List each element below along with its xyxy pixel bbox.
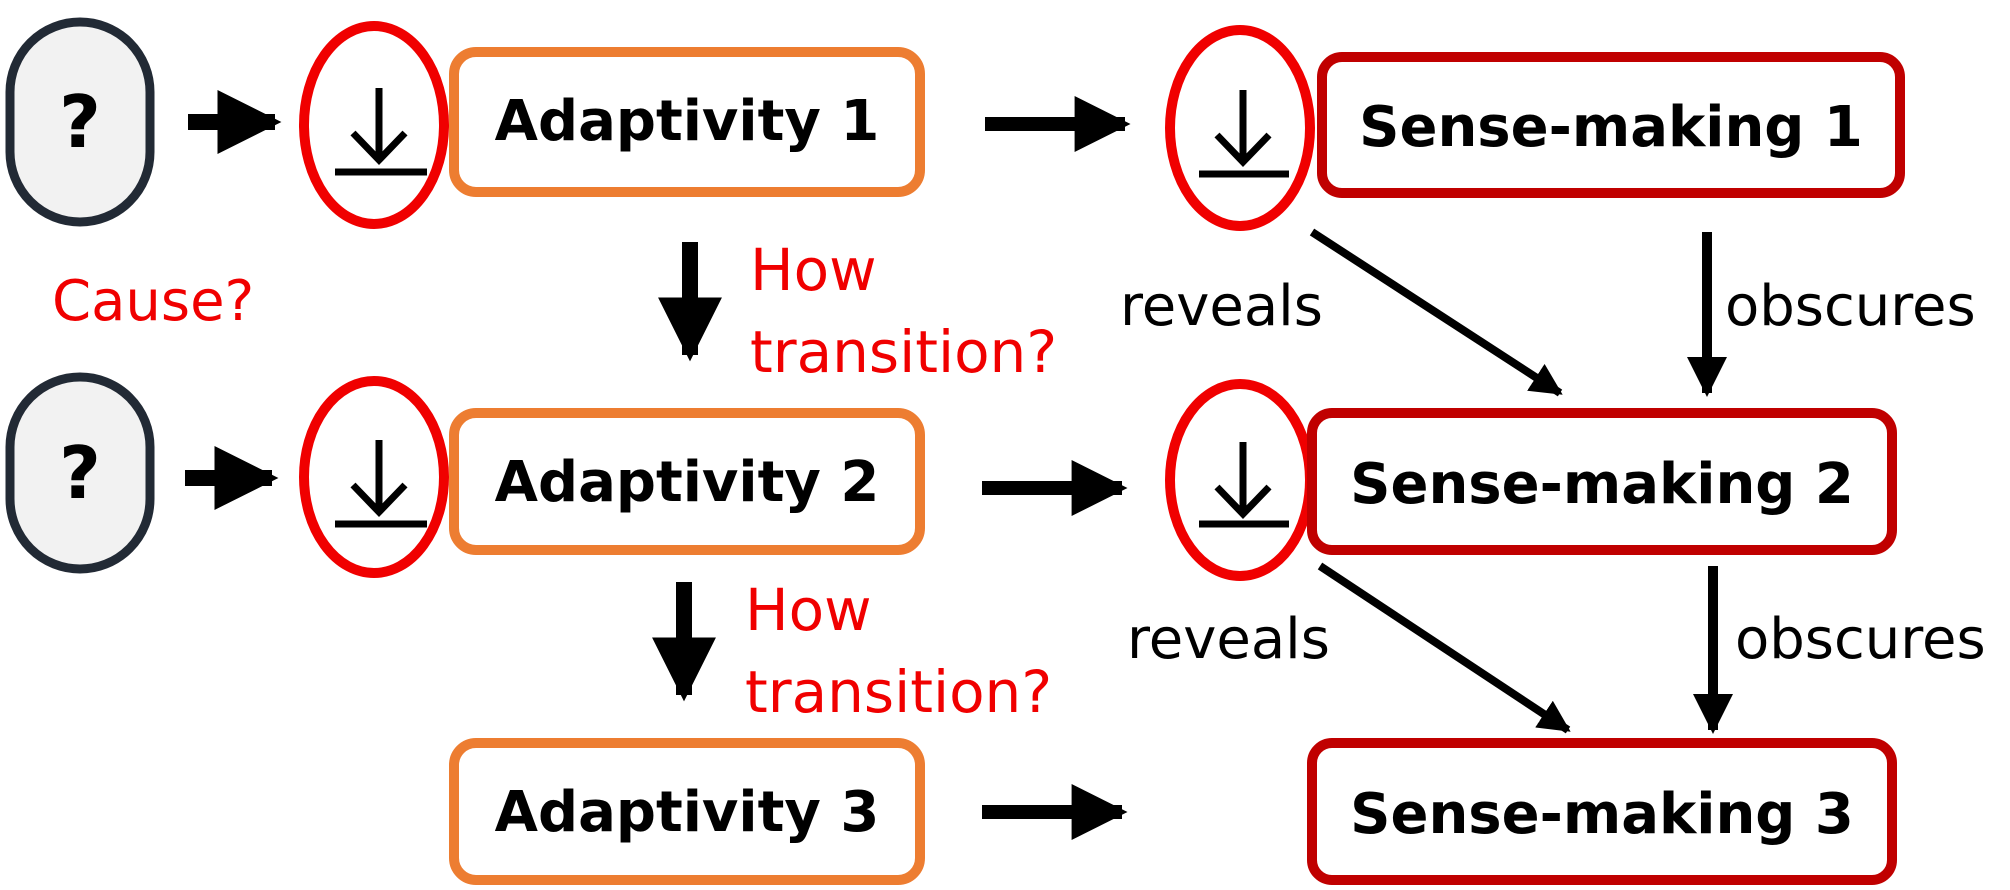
adaptivity-3-label: Adaptivity 3 [495, 780, 880, 845]
cause-node-symbol: ? [59, 431, 101, 515]
download-icon [335, 88, 427, 176]
sensemaking-1-box: Sense-making 1 [1317, 52, 1905, 198]
obscures-1-label: obscures [1725, 274, 1976, 339]
arrow-reveals-2 [1317, 562, 1571, 734]
adaptivity-2-marker [299, 376, 449, 578]
adaptivity-2-label: Adaptivity 2 [495, 450, 880, 515]
download-icon [335, 440, 427, 528]
adaptivity-3-box: Adaptivity 3 [449, 738, 925, 885]
download-icon [1199, 90, 1289, 178]
sensemaking-3-label: Sense-making 3 [1350, 782, 1854, 847]
adaptivity-1-label: Adaptivity 1 [495, 89, 880, 154]
sensemaking-1-label: Sense-making 1 [1359, 95, 1863, 160]
sensemaking-2-box: Sense-making 2 [1307, 408, 1897, 555]
sensemaking-3-box: Sense-making 3 [1307, 738, 1897, 885]
transition-2-line2: transition? [745, 658, 1052, 726]
transition-1-line2: transition? [750, 318, 1057, 386]
cause-node-2: ? [5, 372, 155, 574]
arrow-reveals-1 [1309, 228, 1563, 397]
sensemaking-2-marker [1165, 379, 1315, 581]
reveals-2-label: reveals [1127, 607, 1330, 672]
adaptivity-2-box: Adaptivity 2 [449, 408, 925, 555]
cause-node-1: ? [5, 17, 155, 227]
sensemaking-1-marker [1165, 25, 1315, 231]
transition-1-line1: How [750, 236, 877, 304]
adaptivity-1-box: Adaptivity 1 [449, 47, 925, 197]
download-icon [1199, 442, 1289, 528]
reveals-1-label: reveals [1120, 274, 1323, 339]
obscures-2-label: obscures [1735, 607, 1986, 672]
cause-label: Cause? [52, 269, 254, 334]
cause-node-symbol: ? [59, 80, 101, 164]
adaptivity-1-marker [299, 21, 449, 229]
transition-2-line1: How [745, 576, 872, 644]
sensemaking-2-label: Sense-making 2 [1350, 452, 1854, 517]
